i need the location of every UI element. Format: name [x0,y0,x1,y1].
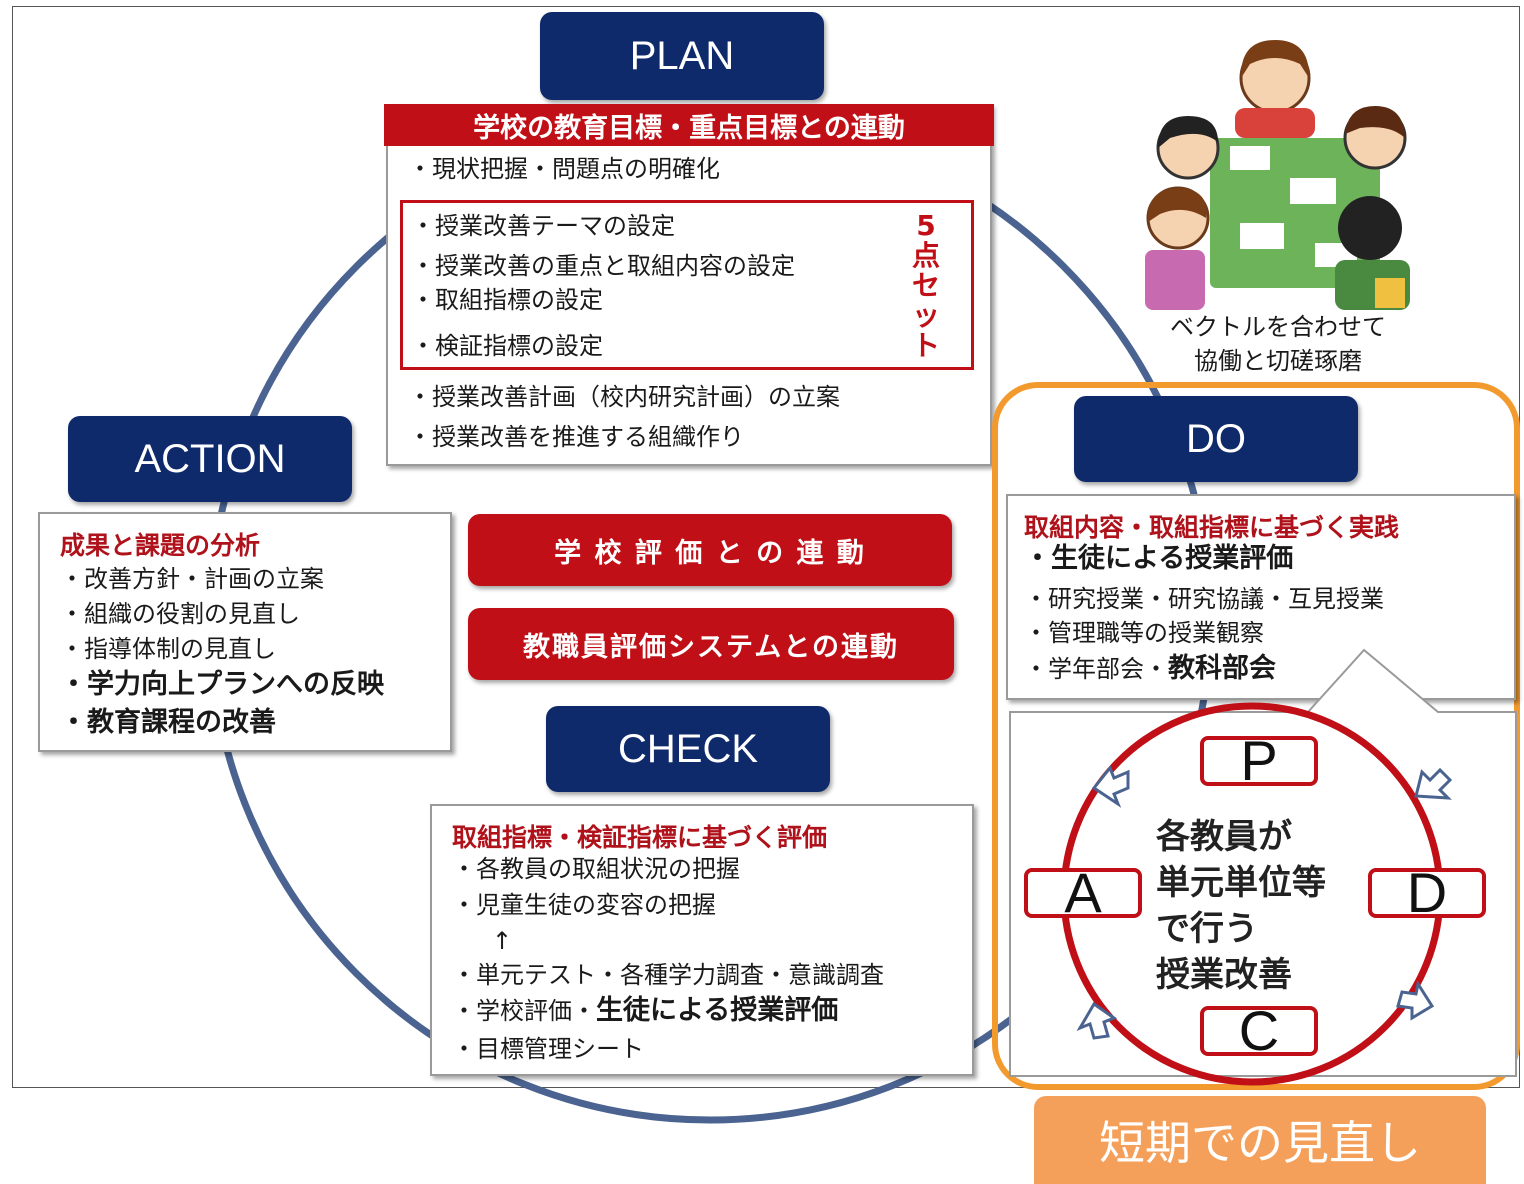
cycle-arrow-icon [1091,765,1130,808]
check-arrow: ↑ [492,927,513,955]
children-illustration [1145,40,1410,310]
check-header: 取組指標・検証指標に基づく評価 [452,823,828,852]
short-term-review-label: 短期での見直し [1034,1096,1486,1184]
pdca-center-line: 授業改善 [1156,955,1292,995]
do-item: ・管理職等の授業観察 [1024,619,1264,647]
child-shirt [1235,108,1315,138]
child-hair [1158,116,1218,148]
cycle-arrow-icon [1414,767,1453,800]
plan-label: PLAN [540,12,824,100]
plan-set-item: ・授業改善テーマの設定 [411,212,675,240]
paper-card [1290,178,1336,204]
action-bold-item: ・学力向上プランへの反映 [60,669,384,700]
illustration-caption: ベクトルを合わせて 協働と切磋琢磨 [1148,310,1408,378]
plan-five-point-set: ・授業改善テーマの設定 ・授業改善の重点と取組内容の設定 ・取組指標の設定 ・検… [400,200,974,370]
plan-line-after-1: ・授業改善計画（校内研究計画）の立案 [408,383,840,411]
school-evaluation-link: 学 校 評 価 と の 連 動 [468,514,952,586]
pdca-d: D [1368,865,1486,921]
pdca-c: C [1200,1003,1318,1059]
child-hair [1240,40,1310,78]
child-hair [1147,188,1207,222]
staff-evaluation-link: 教職員評価システムとの連動 [468,608,954,680]
action-item: ・改善方針・計画の立案 [60,565,324,593]
action-item: ・組織の役割の見直し [60,600,300,628]
paper-card [1230,146,1270,170]
pdca-center-line: 単元単位等 [1156,863,1326,903]
do-label: DO [1074,396,1358,482]
do-box: 取組内容・取組指標に基づく実践 ・生徒による授業評価 ・研究授業・研究協議・互見… [1006,494,1516,700]
check-last-bold: 生徒による授業評価 [596,995,839,1026]
do-last-line: ・学年部会・教科部会 [1024,652,1276,686]
check-item: ・各教員の取組状況の把握 [452,855,740,883]
cycle-arrow-icon [1396,980,1435,1021]
pdca-center-text: 各教員が 単元単位等 で行う 授業改善 [1156,814,1326,998]
plan-set-item: ・授業改善の重点と取組内容の設定 [411,252,795,280]
plan-line-after-2: ・授業改善を推進する組織作り [408,423,744,451]
do-bold-item: ・生徒による授業評価 [1024,543,1294,574]
pdca-center-line: で行う [1156,909,1258,949]
plan-header: 学校の教育目標・重点目標との連動 [384,104,994,146]
check-last-line: ・学校評価・生徒による授業評価 [452,994,838,1028]
do-item: ・研究授業・研究協議・互見授業 [1024,585,1384,613]
child-shirt [1145,250,1205,310]
caption-line-1: ベクトルを合わせて [1170,313,1386,341]
check-box: 取組指標・検証指標に基づく評価 ・各教員の取組状況の把握 ・児童生徒の変容の把握… [430,804,974,1076]
plan-set-item: ・取組指標の設定 [411,286,603,314]
pdca-a: A [1024,865,1142,921]
check-label: CHECK [546,706,830,792]
child-shirt [1375,278,1405,308]
caption-line-2: 協働と切磋琢磨 [1194,347,1362,375]
plan-set-label: 5点セット [911,209,940,362]
do-last-prefix: ・学年部会・ [1024,655,1168,683]
check-item: ・目標管理シート [452,1035,644,1063]
pdca-center-line: 各教員が [1156,817,1292,857]
check-last-prefix: ・学校評価・ [452,997,596,1025]
child-hair [1345,106,1405,138]
child-head-back [1338,196,1402,260]
check-item: ・単元テスト・各種学力調査・意識調査 [452,961,884,989]
pdca-p: P [1200,733,1318,789]
do-last-bold: 教科部会 [1168,653,1276,684]
check-item: ・児童生徒の変容の把握 [452,891,716,919]
plan-set-item: ・検証指標の設定 [411,332,603,360]
action-label: ACTION [68,416,352,502]
cycle-arrow-icon [1076,1001,1118,1040]
action-box: 成果と課題の分析 ・改善方針・計画の立案 ・組織の役割の見直し ・指導体制の見直… [38,512,452,752]
do-header: 取組内容・取組指標に基づく実践 [1024,513,1400,542]
paper-card [1240,223,1284,249]
action-header: 成果と課題の分析 [60,531,261,560]
action-bold-item: ・教育課程の改善 [60,707,276,738]
plan-box: 学校の教育目標・重点目標との連動 ・現状把握・問題点の明確化 ・授業改善テーマの… [384,104,994,466]
callout-outline [1009,648,1517,1077]
action-item: ・指導体制の見直し [60,635,276,663]
plan-line-1: ・現状把握・問題点の明確化 [408,155,720,183]
